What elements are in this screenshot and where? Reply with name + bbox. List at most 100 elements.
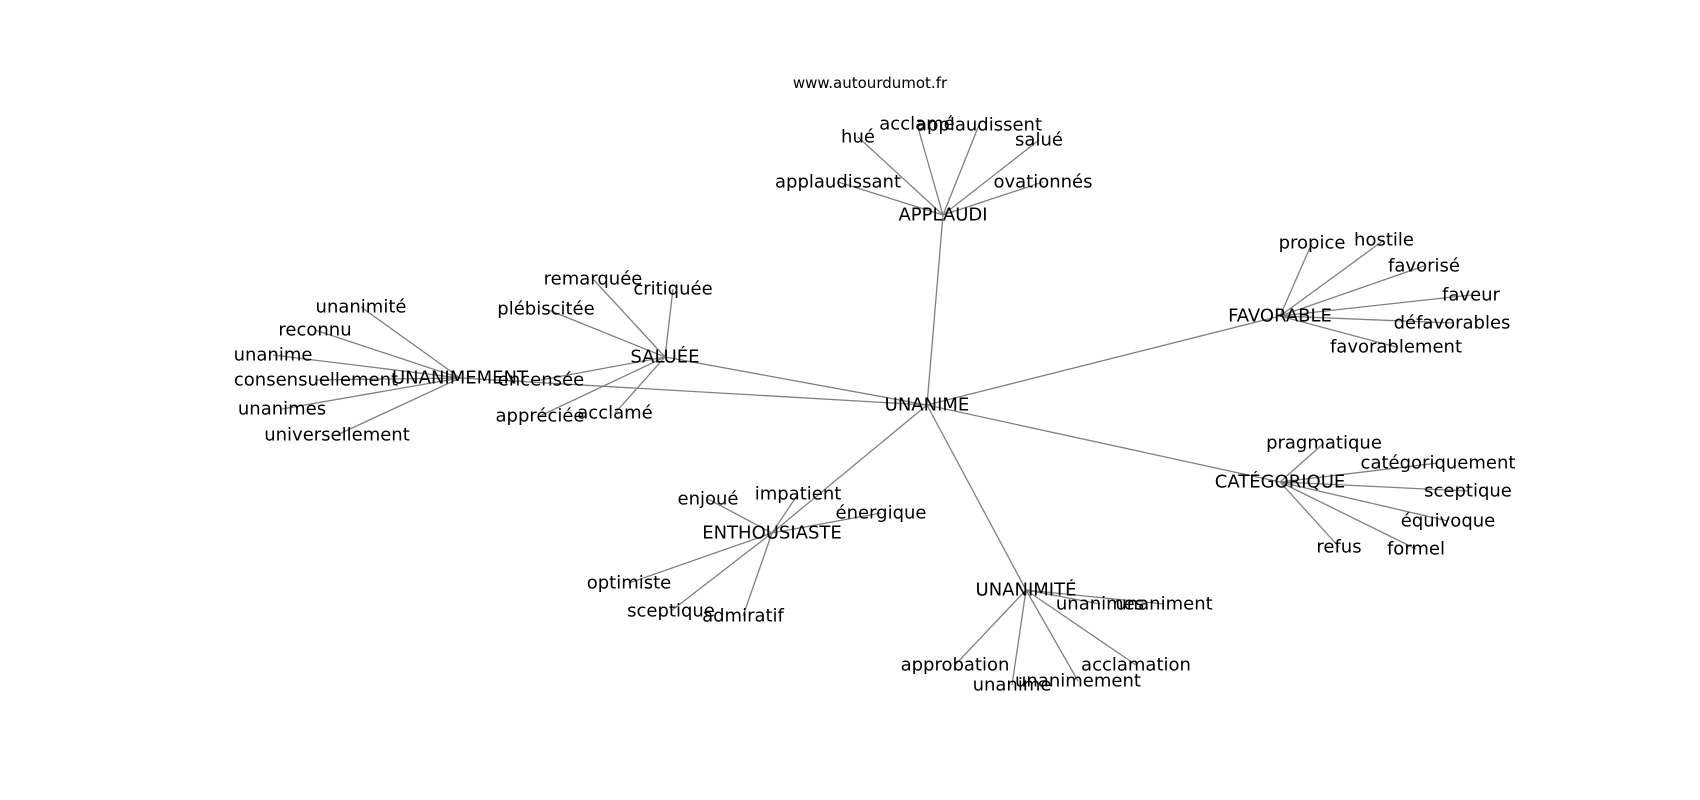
leaf-node: encensée <box>498 370 584 391</box>
leaf-edge <box>664 288 674 358</box>
leaf-edge <box>771 512 882 534</box>
leaf-edge <box>360 306 461 379</box>
hub-node: APPLAUDI <box>898 205 987 226</box>
leaf-node: faveur <box>1442 285 1501 306</box>
hub-node: UNANIMEMENT <box>392 368 529 389</box>
leaf-node: refus <box>1316 537 1361 558</box>
leaf-edge <box>1279 481 1469 492</box>
leaf-node: applaudissent <box>916 115 1042 136</box>
leaf-edge <box>1025 589 1165 605</box>
leaf-edge <box>707 498 773 534</box>
leaf-node: unanimes <box>238 399 326 420</box>
leaf-node: critiquée <box>633 279 712 300</box>
leaf-edge <box>1279 442 1325 483</box>
leaf-edge <box>942 181 1044 216</box>
leaf-node: unanimement <box>1015 671 1141 692</box>
leaf-node: acclamé <box>879 114 954 135</box>
graph-edges <box>272 123 1472 686</box>
hub-edge <box>926 404 1027 591</box>
leaf-node: équivoque <box>1401 511 1495 532</box>
leaf-node: acclamation <box>1081 655 1191 676</box>
leaf-edge <box>1025 589 1079 682</box>
leaf-node: sceptique <box>1424 481 1512 502</box>
leaf-node: ovationnés <box>993 172 1092 193</box>
leaf-edge <box>1279 481 1340 548</box>
leaf-edge <box>592 278 666 358</box>
leaf-edge <box>771 493 799 534</box>
hub-node: SALUÉE <box>630 346 699 368</box>
leaf-node: pragmatique <box>1266 433 1382 454</box>
leaf-node: catégoriquement <box>1361 453 1516 474</box>
leaf-edge <box>314 329 461 379</box>
leaf-edge <box>942 124 980 216</box>
leaf-node: salué <box>1015 130 1063 151</box>
leaf-node: défavorables <box>1394 313 1511 334</box>
hub-edge <box>664 356 928 406</box>
hub-edge <box>771 404 928 534</box>
leaf-node: impatient <box>755 484 842 505</box>
leaf-edge <box>1279 315 1397 348</box>
leaf-edge <box>916 123 944 216</box>
leaf-node: appréciée <box>495 406 584 427</box>
leaf-node: favorablement <box>1330 337 1462 358</box>
leaf-edge <box>628 532 773 584</box>
leaf-edge <box>1279 294 1472 317</box>
leaf-edge <box>1279 315 1453 324</box>
leaf-edge <box>1011 589 1027 686</box>
leaf-edge <box>954 589 1027 666</box>
leaf-edge <box>857 136 944 216</box>
hub-node: CATÉGORIQUE <box>1215 471 1346 493</box>
leaf-node: approbation <box>901 655 1010 676</box>
center-node: UNANIME <box>885 395 970 416</box>
hub-edge <box>926 315 1281 406</box>
hub-node: UNANIMITÉ <box>976 579 1077 601</box>
leaf-node: consensuellement <box>234 370 398 391</box>
leaf-edge <box>315 377 461 381</box>
hub-edge <box>926 404 1281 483</box>
leaf-node: remarquée <box>544 269 643 290</box>
leaf-edge <box>540 356 666 381</box>
leaf-edge <box>281 377 461 410</box>
leaf-node: unaniment <box>1115 594 1212 615</box>
leaf-node: unanime <box>234 345 313 366</box>
leaf-edge <box>670 532 773 612</box>
leaf-edge <box>1025 589 1137 666</box>
leaf-node: unanimité <box>316 297 407 318</box>
leaf-node: acclamé <box>577 403 652 424</box>
hub-edge <box>459 377 928 406</box>
hub-node: ENTHOUSIASTE <box>702 523 842 544</box>
leaf-node: sceptique <box>627 601 715 622</box>
leaf-node: plébiscitée <box>497 299 594 320</box>
leaf-node: unanimes <box>1056 594 1144 615</box>
leaf-node: favorisé <box>1388 256 1460 277</box>
leaf-node: hostile <box>1354 230 1414 251</box>
source-label: www.autourdumot.fr <box>793 74 948 92</box>
leaf-edge <box>614 356 666 414</box>
leaf-edge <box>742 532 773 617</box>
hub-node: FAVORABLE <box>1228 306 1332 327</box>
leaf-edge <box>1279 462 1439 483</box>
leaf-node: formel <box>1387 539 1445 560</box>
leaf-node: admiratif <box>702 606 784 627</box>
leaf-edge <box>272 354 461 379</box>
leaf-edge <box>1279 481 1449 522</box>
leaf-node: reconnu <box>278 320 351 341</box>
leaf-edge <box>1279 265 1425 317</box>
leaf-node: propice <box>1279 233 1346 254</box>
leaf-node: universellement <box>264 425 410 446</box>
leaf-node: enjoué <box>678 489 739 510</box>
leaf-node: énergique <box>836 503 927 524</box>
leaf-edge <box>1279 242 1313 317</box>
leaf-node: optimiste <box>587 573 672 594</box>
leaf-edge <box>942 139 1040 216</box>
leaf-edge <box>1279 481 1417 550</box>
leaf-node: hué <box>841 127 875 148</box>
leaf-edge <box>545 308 666 358</box>
leaf-edge <box>1025 589 1101 605</box>
leaf-edge <box>837 181 944 216</box>
graph-labels: www.autourdumot.fr UNANIMEAPPLAUDIhuéacc… <box>234 74 1516 696</box>
leaf-node: applaudissant <box>775 172 901 193</box>
hub-edge <box>926 214 944 406</box>
leaf-node: unanime <box>973 675 1052 696</box>
